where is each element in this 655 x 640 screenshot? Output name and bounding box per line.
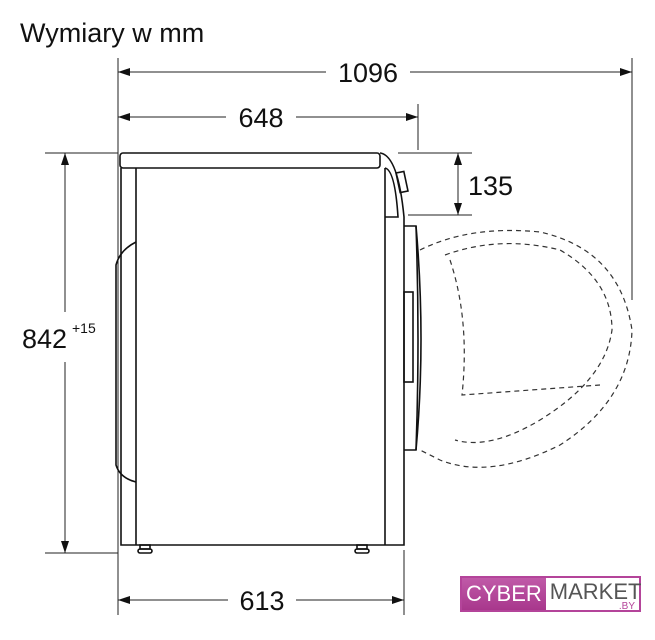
- dimension-label-1096: 1096: [338, 58, 398, 88]
- height-tolerance: +15: [72, 320, 96, 336]
- dimension-135: 135: [454, 153, 513, 215]
- dimension-label-648: 648: [238, 103, 283, 133]
- extension-lines: [45, 58, 633, 615]
- logo-part-cyber: CYBER: [462, 578, 546, 610]
- dimension-648: 648: [118, 103, 418, 133]
- diagram-title: Wymiary w mm: [20, 18, 204, 48]
- door-open-outline: [419, 229, 633, 468]
- dimension-613: 613: [118, 586, 404, 616]
- cybermarket-logo: CYBER MARKET .BY: [460, 576, 641, 612]
- dimension-label-135: 135: [468, 171, 513, 201]
- logo-part-market: MARKET: [549, 579, 642, 604]
- dimension-label-842: 842: [22, 324, 67, 354]
- dryer-side-view: [115, 152, 422, 554]
- dimension-1096: 1096: [118, 58, 632, 88]
- dimension-842: 842 +15: [22, 153, 96, 553]
- dimension-label-613: 613: [239, 586, 284, 616]
- logo-suffix: .BY: [618, 601, 635, 612]
